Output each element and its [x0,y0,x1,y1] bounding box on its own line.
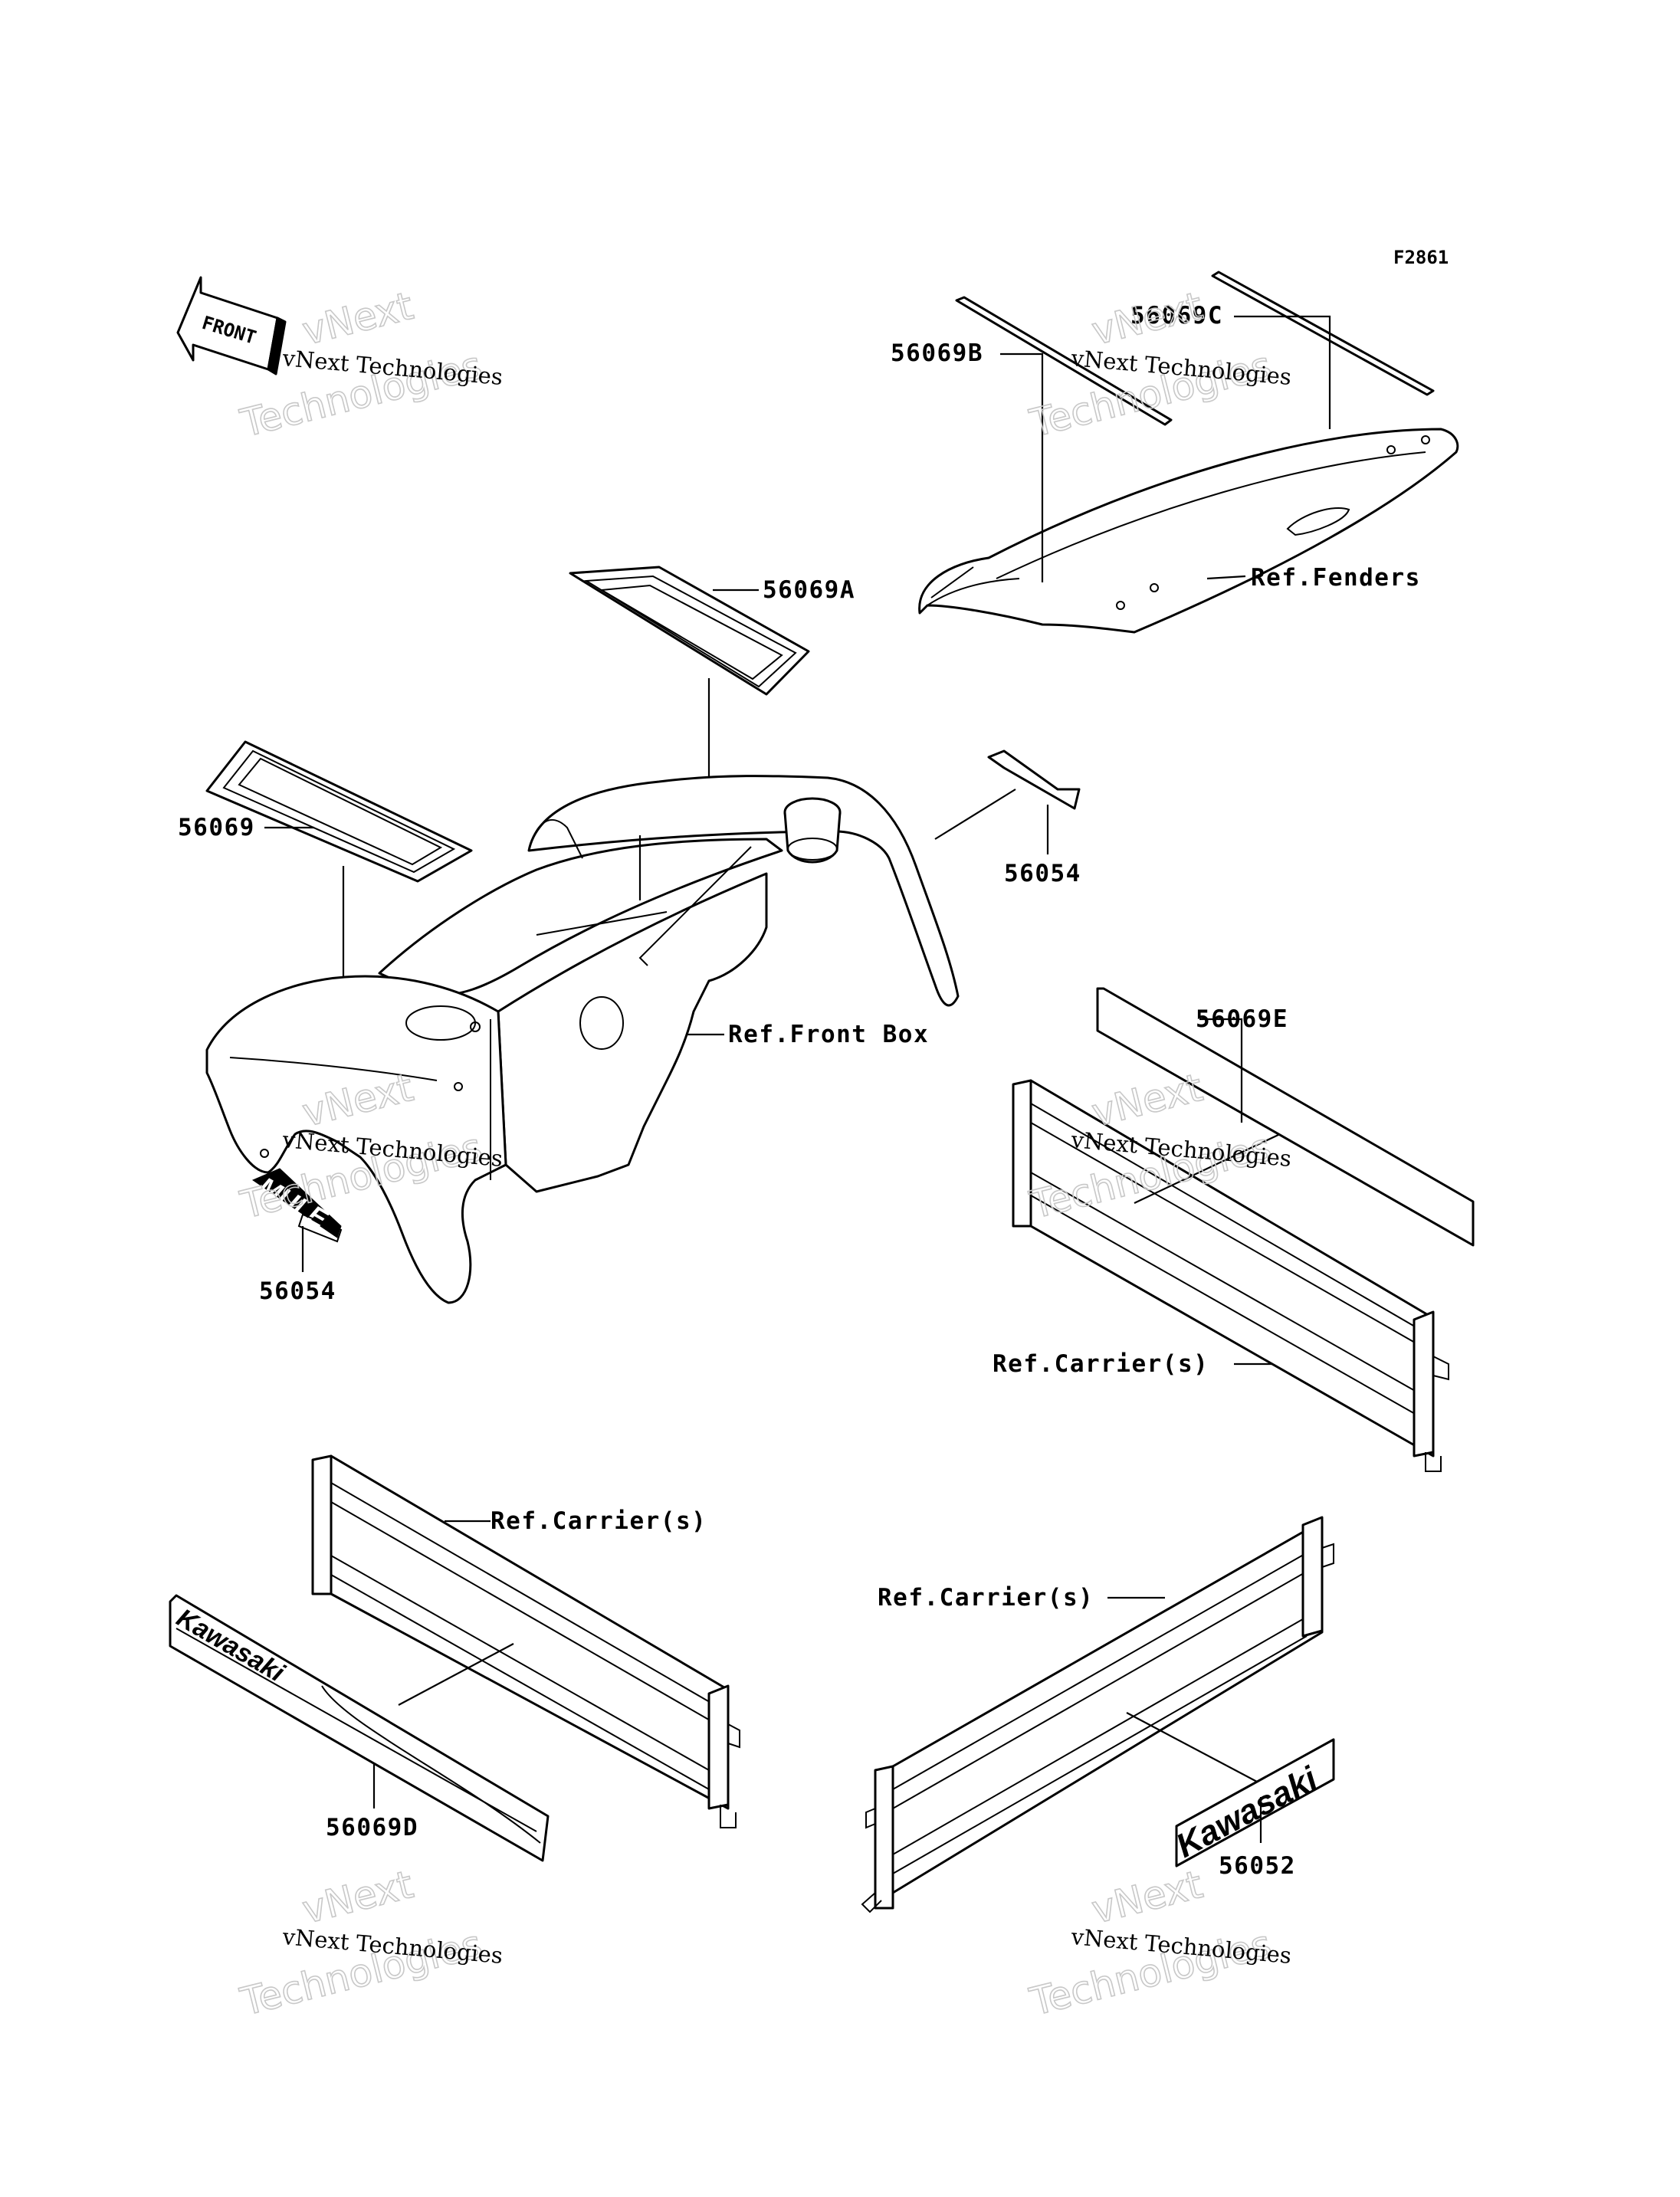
svg-text:vNext: vNext [1088,1862,1207,1933]
svg-text:vNext: vNext [1088,284,1207,354]
kawasaki-emblem-text: Kawasaki [1170,1759,1324,1865]
watermark-bottom-right: vNext Technologies vNext Technologies [1025,1861,1292,2025]
stripe-56069C [1211,271,1435,396]
label-56069A: 56069A [763,576,855,604]
carrier-right [1012,1079,1449,1472]
carrier-bottom [861,1516,1334,1913]
label-56069: 56069 [178,814,255,841]
decal-56069A [569,566,810,696]
svg-text:vNext: vNext [1088,1065,1207,1136]
label-56054-top: 56054 [1004,860,1081,887]
label-56052: 56052 [1219,1852,1296,1880]
label-56069C: 56069C [1130,302,1223,330]
decal-56069 [205,740,473,883]
decal-56054-top [987,749,1081,810]
label-56069E: 56069E [1196,1005,1288,1033]
emblem-kawasaki-56052: Kawasaki [1170,1738,1335,1867]
svg-text:vNext: vNext [298,1862,418,1933]
stripe-56069B [955,296,1173,426]
label-ref-fenders: Ref.Fenders [1251,564,1421,592]
carrier-left [311,1454,740,1828]
label-ref-carrier-right: Ref.Carrier(s) [993,1350,1209,1378]
rear-fender [918,428,1459,634]
label-56054-bottom: 56054 [259,1277,336,1305]
label-ref-carrier-bottom: Ref.Carrier(s) [878,1584,1094,1612]
label-56069D: 56069D [326,1814,418,1841]
front-arrow-icon: FRONT [176,276,287,375]
label-56069B: 56069B [891,339,983,367]
decal-56069E [1096,987,1475,1247]
watermark-bottom-left: vNext Technologies vNext Technologies [235,1861,504,2025]
figure-code: F2861 [1393,247,1449,268]
svg-text:vNext: vNext [298,284,418,354]
label-ref-front-box: Ref.Front Box [728,1021,929,1048]
label-ref-carrier-left: Ref.Carrier(s) [491,1507,707,1535]
front-box [205,775,960,1304]
